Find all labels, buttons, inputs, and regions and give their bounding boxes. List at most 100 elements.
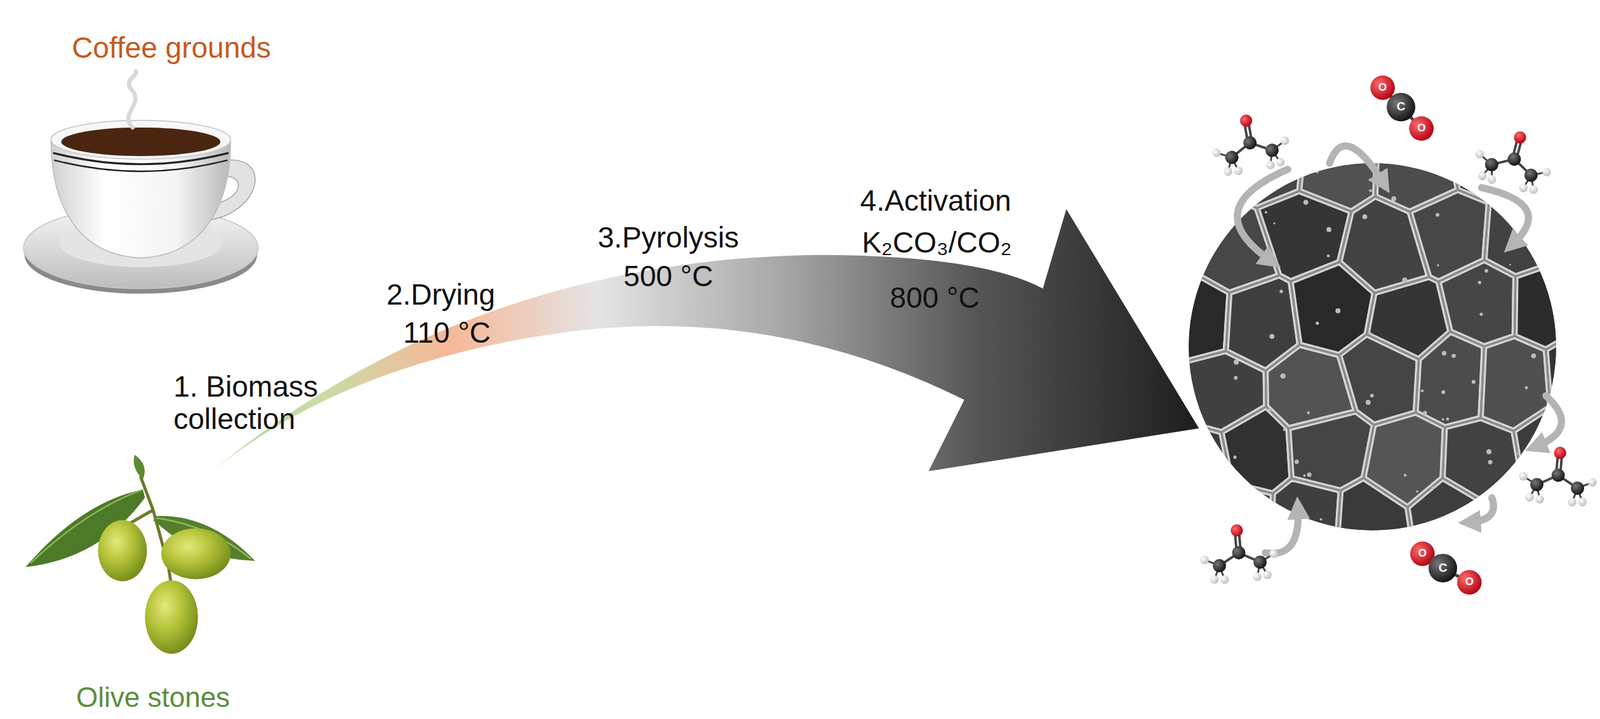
atom — [1233, 165, 1244, 176]
pore-wall-shade — [1480, 335, 1551, 432]
atom — [1474, 149, 1486, 160]
surface-speck — [1531, 353, 1537, 359]
surface-speck — [1335, 308, 1341, 314]
step-label: 4.Activation — [860, 184, 1012, 218]
atom — [1553, 446, 1567, 460]
pore-wall-shade — [1339, 334, 1419, 426]
atom — [1386, 92, 1416, 122]
surface-speck — [1435, 213, 1440, 218]
surface-speck — [1370, 393, 1374, 398]
acetone-molecule — [1469, 121, 1560, 199]
surface-speck — [1320, 518, 1323, 521]
temperature-label: 800 °C — [890, 281, 980, 315]
surface-speck — [1303, 474, 1307, 477]
atom — [1212, 558, 1227, 574]
pore-wall-shade — [1415, 332, 1485, 428]
step-label: 3.Pyrolysis — [597, 221, 739, 254]
surface-speck — [1488, 460, 1493, 465]
olive-branch — [97, 520, 147, 582]
atom — [1587, 478, 1598, 488]
pore-wall-shade — [1514, 260, 1582, 350]
surface-speck — [1280, 373, 1286, 379]
atom — [1577, 497, 1588, 508]
atom — [1408, 116, 1434, 141]
pore-cell — [1442, 418, 1520, 501]
surface-speck — [1314, 169, 1319, 174]
acetone-molecule — [1197, 521, 1280, 587]
surface-speck — [1431, 486, 1435, 490]
surface-speck — [1451, 354, 1456, 359]
atom-symbol: O — [1418, 547, 1427, 560]
temperature-label: 500 °C — [623, 260, 714, 293]
surface-speck — [1303, 200, 1309, 206]
coffee-cup — [60, 127, 221, 157]
pore-cell — [1163, 483, 1274, 552]
step-label: 2.Drying — [386, 278, 496, 312]
atom-symbol: O — [1417, 122, 1426, 135]
adsorption-arrows — [1469, 497, 1494, 523]
atom — [1222, 166, 1234, 177]
surface-speck — [1264, 211, 1268, 214]
atom — [1224, 149, 1240, 166]
adsorption-arrows — [1535, 396, 1562, 447]
surface-speck — [1315, 321, 1319, 326]
atom — [1457, 570, 1482, 595]
surface-speck — [1332, 201, 1334, 204]
pore-wall-shade — [1256, 191, 1352, 282]
atom — [1211, 147, 1222, 159]
source-label: Olive stones — [76, 682, 230, 714]
atom — [1512, 130, 1528, 146]
pore-wall-shade — [1226, 275, 1300, 371]
coffee-cup — [50, 120, 231, 160]
atom — [1264, 142, 1280, 159]
olive-branch — [25, 455, 256, 654]
pore-wall-shade — [1163, 255, 1230, 367]
surface-speck — [1233, 455, 1237, 460]
surface-speck — [1441, 390, 1446, 395]
step-label: 1. Biomass collection — [173, 370, 345, 435]
acetone-molecule — [1206, 107, 1294, 180]
surface-speck — [1269, 333, 1275, 340]
atom — [1551, 468, 1566, 484]
atom — [1262, 570, 1273, 581]
atom — [1529, 477, 1545, 493]
atom — [1242, 135, 1258, 151]
surface-speck — [1420, 389, 1424, 393]
atom — [1535, 494, 1545, 505]
atom — [1238, 113, 1253, 128]
surface-speck — [1471, 380, 1476, 385]
atom — [1483, 156, 1501, 174]
surface-speck — [1294, 459, 1300, 465]
atom — [1370, 75, 1395, 101]
atom — [1275, 157, 1286, 168]
surface-speck — [1326, 254, 1330, 258]
surface-speck — [1486, 449, 1492, 455]
pore-wall-shade — [1375, 142, 1458, 213]
coffee-cup — [23, 71, 259, 294]
atom — [1525, 492, 1535, 503]
adsorption-arrows — [1237, 146, 1562, 554]
adsorption-arrows — [1481, 187, 1529, 246]
surface-speck — [1365, 400, 1371, 406]
surface-speck — [1415, 490, 1419, 494]
adsorption-arrows — [1329, 146, 1384, 184]
pore-cell — [1438, 260, 1516, 347]
atom — [1428, 554, 1458, 583]
atom — [1220, 575, 1230, 585]
process-arrow — [198, 208, 1199, 483]
olive-branch — [144, 580, 199, 654]
atom — [1231, 546, 1247, 561]
surface-speck — [1509, 264, 1512, 267]
surface-speck — [1457, 175, 1462, 180]
pore-walls — [1163, 142, 1582, 552]
atom — [1265, 160, 1276, 171]
activating-agent: K₂CO₃/CO₂ — [861, 226, 1012, 260]
surface-speck — [1540, 178, 1545, 182]
surface-speck — [1467, 178, 1470, 181]
acetone-molecule — [1516, 443, 1600, 509]
surface-speck — [1368, 332, 1373, 336]
atom-symbol: C — [1396, 100, 1406, 114]
atom — [1567, 497, 1578, 508]
